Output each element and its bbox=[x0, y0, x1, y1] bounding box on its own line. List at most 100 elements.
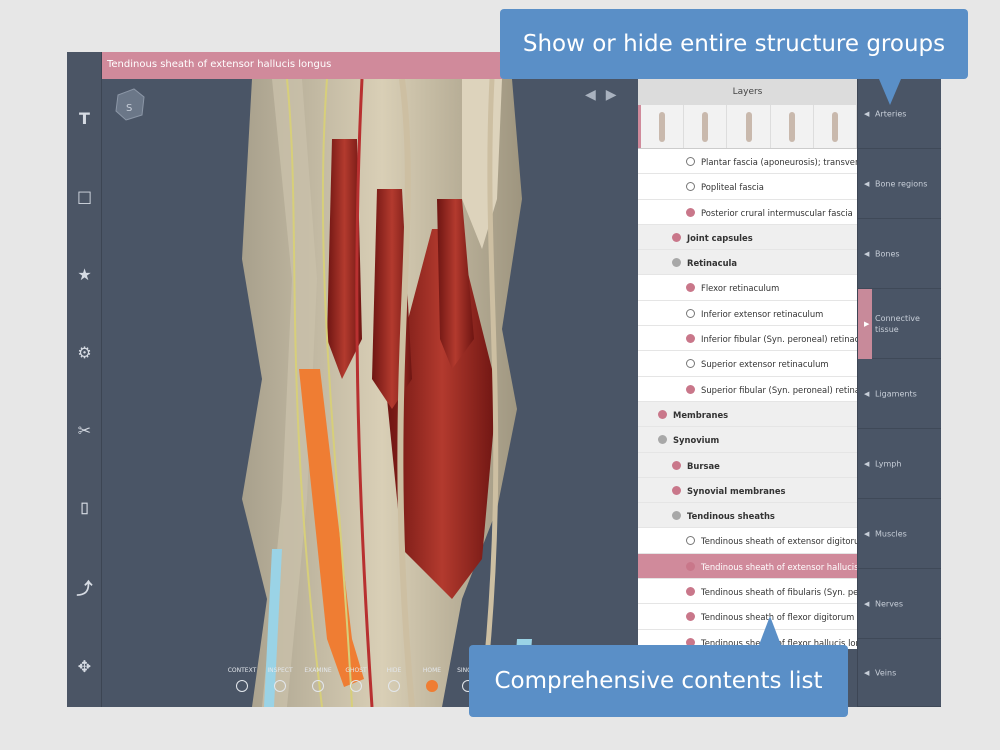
layer-row[interactable]: Superior fibular (Syn. peroneal) retinac… bbox=[638, 377, 857, 402]
tools-icon[interactable]: ✂ bbox=[77, 420, 92, 440]
text-icon[interactable]: T bbox=[79, 108, 90, 128]
visibility-toggle-icon[interactable] bbox=[658, 435, 667, 445]
forward-arrow-icon[interactable]: ▶ bbox=[605, 87, 617, 103]
layer-row[interactable]: Tendinous sheath of flexor digitorum bbox=[638, 604, 857, 630]
active-category-indicator bbox=[858, 289, 872, 359]
inspect-icon bbox=[274, 680, 286, 692]
cube-icon[interactable]: S bbox=[112, 87, 146, 121]
layer-row[interactable]: Joint capsules bbox=[638, 224, 857, 251]
category-label: Veins bbox=[875, 668, 897, 677]
ghost-icon bbox=[350, 680, 362, 692]
category-arteries[interactable]: ◀Arteries bbox=[858, 79, 941, 149]
layer-thumb[interactable] bbox=[727, 105, 771, 148]
layer-row[interactable]: Plantar fascia (aponeurosis); transverse bbox=[638, 149, 857, 175]
layer-row[interactable]: Popliteal fascia bbox=[638, 174, 857, 200]
layer-row[interactable]: Bursae bbox=[638, 452, 857, 478]
orientation-cube[interactable]: S bbox=[112, 87, 146, 121]
visibility-toggle-icon[interactable] bbox=[686, 207, 695, 217]
visibility-toggle-icon[interactable] bbox=[686, 182, 695, 192]
view-mode-label: HOME bbox=[422, 667, 442, 674]
home-icon bbox=[426, 680, 438, 692]
visibility-toggle-icon[interactable] bbox=[672, 232, 681, 242]
layer-row[interactable]: Superior extensor retinaculum bbox=[638, 351, 857, 377]
view-mode-hide-button[interactable]: HIDE bbox=[374, 667, 414, 692]
layer-label: Inferior extensor retinaculum bbox=[701, 308, 824, 319]
visibility-toggle-icon[interactable] bbox=[686, 334, 695, 344]
layer-thumb[interactable] bbox=[684, 105, 728, 148]
category-nerves[interactable]: ◀Nerves bbox=[858, 569, 941, 639]
layer-row[interactable]: Synovial membranes bbox=[638, 477, 857, 504]
callout-top-text: Show or hide entire structure groups bbox=[522, 31, 946, 57]
visibility-toggle-icon[interactable] bbox=[686, 561, 695, 571]
category-bone-regions[interactable]: ◀ Bone regions bbox=[858, 149, 941, 219]
layer-row[interactable]: Tendinous sheath of extensor hallucis bbox=[638, 553, 857, 580]
visibility-toggle-icon[interactable] bbox=[686, 587, 695, 597]
category-connective-tissue[interactable]: ▶Connective tissue bbox=[858, 289, 941, 359]
layer-row[interactable]: Membranes bbox=[638, 401, 857, 428]
view-mode-label: SINGLE bbox=[457, 667, 479, 674]
anatomy-3d-model[interactable] bbox=[102, 79, 638, 707]
visibility-toggle-icon[interactable] bbox=[686, 612, 695, 622]
visibility-toggle-icon[interactable] bbox=[686, 283, 695, 293]
visibility-toggle-icon[interactable] bbox=[686, 308, 695, 318]
view-mode-home-button[interactable]: HOME bbox=[412, 667, 452, 692]
visibility-toggle-icon[interactable] bbox=[672, 460, 681, 470]
layer-label: Tendinous sheaths bbox=[687, 511, 775, 522]
back-arrow-icon[interactable]: ◀ bbox=[585, 87, 596, 103]
view-mode-inspect-button[interactable]: INSPECT bbox=[260, 667, 300, 692]
view-mode-label: EXAMINE bbox=[304, 667, 332, 674]
visibility-toggle-icon[interactable] bbox=[686, 536, 695, 546]
view-mode-ghost-button[interactable]: GHOST bbox=[336, 667, 376, 692]
visibility-toggle-icon[interactable] bbox=[686, 637, 695, 647]
category-lymph[interactable]: ◀Lymph bbox=[858, 429, 941, 499]
layer-thumb[interactable] bbox=[814, 105, 857, 148]
layer-label: Bursae bbox=[687, 460, 720, 471]
layers-panel: Layers Plantar fascia (aponeurosis); tra… bbox=[638, 79, 857, 649]
share-icon[interactable]: ⤴ bbox=[76, 579, 93, 598]
gear-icon[interactable]: ⚙ bbox=[77, 342, 92, 362]
category-veins[interactable]: ◀Veins bbox=[858, 639, 941, 707]
layer-row[interactable]: Synovium bbox=[638, 427, 857, 453]
category-ligaments[interactable]: ◀Ligaments bbox=[858, 359, 941, 429]
category-bones[interactable]: ◀Bones bbox=[858, 219, 941, 289]
view-mode-context-button[interactable]: CONTEXT bbox=[222, 667, 262, 692]
chevron-icon: ◀ bbox=[864, 179, 870, 188]
layer-row[interactable]: Tendinous sheaths bbox=[638, 503, 857, 529]
structure-title: Tendinous sheath of extensor hallucis lo… bbox=[107, 59, 332, 70]
category-label: Muscles bbox=[875, 529, 907, 538]
callout-top-pointer bbox=[879, 79, 901, 105]
chevron-icon: ◀ bbox=[864, 109, 870, 118]
layer-label: Tendinous sheath of fibularis (Syn. pero… bbox=[701, 587, 857, 598]
layer-row[interactable]: Posterior crural intermuscular fascia bbox=[638, 200, 857, 225]
star-icon[interactable]: ★ bbox=[77, 264, 92, 284]
layer-row[interactable]: Tendinous sheath of fibularis (Syn. pero… bbox=[638, 579, 857, 605]
visibility-toggle-icon[interactable] bbox=[658, 409, 667, 419]
visibility-toggle-icon[interactable] bbox=[672, 485, 681, 495]
layer-thumb[interactable] bbox=[771, 105, 814, 148]
layer-label: Tendinous sheath of extensor hallucis bbox=[701, 561, 857, 572]
category-sidebar: ◀Arteries◀Bone regions◀Bones▶Connective … bbox=[857, 79, 941, 707]
layer-row[interactable]: Flexor retinaculum bbox=[638, 275, 857, 301]
layer-row[interactable]: Inferior extensor retinaculum bbox=[638, 301, 857, 327]
layer-label: Superior extensor retinaculum bbox=[701, 359, 829, 370]
layer-label: Membranes bbox=[673, 409, 729, 420]
view-mode-label: INSPECT bbox=[267, 667, 293, 674]
visibility-toggle-icon[interactable] bbox=[672, 511, 681, 521]
visibility-toggle-icon[interactable] bbox=[686, 157, 695, 166]
visibility-toggle-icon[interactable] bbox=[672, 258, 681, 268]
visibility-toggle-icon[interactable] bbox=[686, 384, 695, 394]
layer-row[interactable]: Retinacula bbox=[638, 250, 857, 276]
layer-row[interactable]: Inferior fibular (Syn. peroneal) retinac… bbox=[638, 326, 857, 352]
layer-row[interactable]: Tendinous sheath of extensor digitorum bbox=[638, 528, 857, 554]
category-muscles[interactable]: ◀Muscles bbox=[858, 499, 941, 569]
category-label: Bone regions bbox=[875, 179, 928, 188]
category-label: Connective tissue bbox=[875, 313, 920, 334]
move-icon[interactable]: ✥ bbox=[77, 656, 92, 676]
visibility-toggle-icon[interactable] bbox=[686, 359, 695, 369]
view-mode-examine-button[interactable]: EXAMINE bbox=[298, 667, 338, 692]
camera-icon[interactable]: ⌷ bbox=[79, 499, 90, 518]
layer-thumb[interactable] bbox=[638, 105, 685, 148]
hide-icon bbox=[388, 680, 400, 692]
crop-icon[interactable]: □ bbox=[76, 186, 93, 206]
